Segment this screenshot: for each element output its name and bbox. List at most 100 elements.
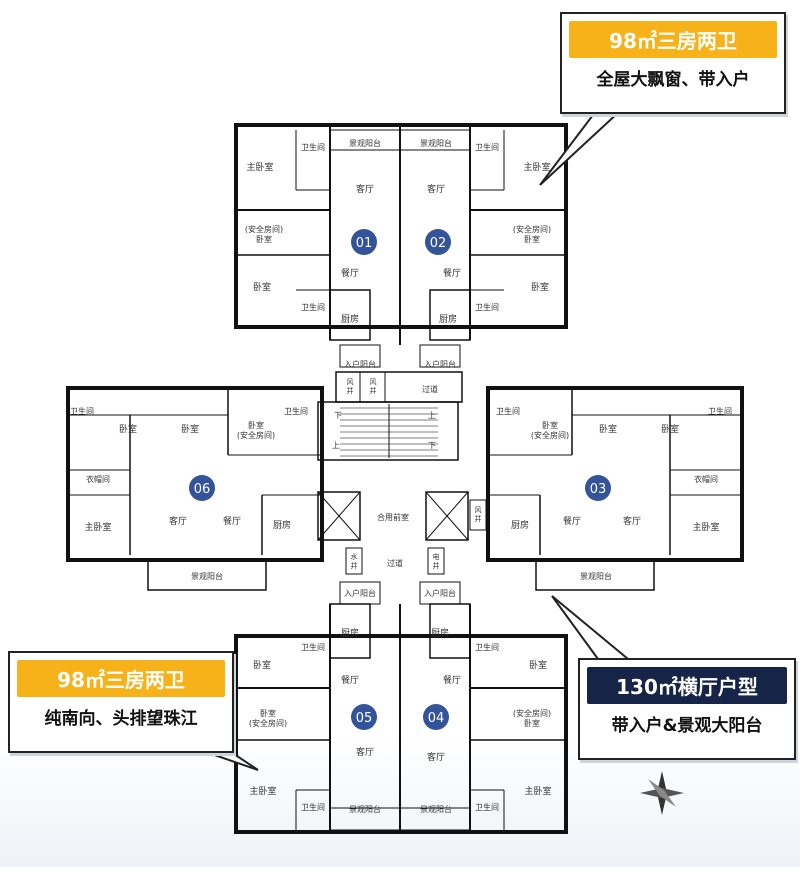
room-label-bath: 卫生间: [301, 142, 325, 152]
room-label-bath: 卫生间: [70, 406, 94, 416]
room-label-safe-bedroom-b: (安全房间)卧室: [513, 708, 551, 728]
room-label-safe-bedroom: 卧室(安全房间): [249, 708, 287, 728]
room-label-master: 主卧室: [523, 161, 550, 173]
room-label-bath: 卫生间: [301, 302, 325, 312]
room-label-bedroom: 卧室: [119, 423, 137, 435]
room-label-bedroom: 卧室: [253, 659, 271, 671]
room-label-wardrobe: 衣帽间: [86, 474, 110, 484]
room-label-kitchen: 厨房: [511, 519, 529, 531]
room-label-kitchen: 厨房: [439, 313, 457, 325]
room-label-entry-balcony: 入户阳台: [424, 359, 456, 369]
room-label-lobby: 合用前室: [377, 512, 409, 522]
room-label-bedroom: 卧室: [531, 281, 549, 293]
room-label-kitchen: 厨房: [341, 313, 359, 325]
callout-left-subtitle: 纯南向、头排望珠江: [44, 709, 198, 729]
callout-left-pointer: [199, 749, 259, 771]
svg-text:02: 02: [430, 236, 447, 251]
room-label-corridor: 过道: [387, 558, 403, 568]
svg-text:05: 05: [356, 711, 373, 726]
unit-badge-06: 06: [189, 475, 215, 501]
room-label-safe-bedroom-b: (安全房间)卧室: [245, 224, 283, 244]
room-label-wind-shaft: 风井: [370, 378, 377, 395]
room-label-entry-balcony: 入户阳台: [344, 588, 376, 598]
room-label-master: 主卧室: [84, 521, 111, 533]
room-label-scenic-balcony: 景观阳台: [420, 804, 452, 814]
callout-top-subtitle: 全屋大飘窗、带入户: [596, 70, 750, 90]
room-label-bath: 卫生间: [496, 406, 520, 416]
room-label-water-shaft: 水井: [351, 552, 358, 570]
room-label-master: 主卧室: [246, 161, 273, 173]
svg-text:04: 04: [428, 711, 445, 726]
room-label-dining: 餐厅: [223, 515, 241, 527]
callout-top-pointer: [539, 110, 621, 186]
room-label-dining: 餐厅: [443, 267, 461, 279]
room-label-scenic-balcony: 景观阳台: [420, 138, 452, 148]
room-label-master: 主卧室: [692, 521, 719, 533]
room-label-bath: 卫生间: [475, 142, 499, 152]
room-label-bath: 卫生间: [284, 406, 308, 416]
room-label-dining: 餐厅: [443, 674, 461, 686]
room-label-scenic-balcony: 景观阳台: [580, 571, 612, 581]
room-label-safe-bedroom-b: (安全房间)卧室: [513, 224, 551, 244]
room-label-kitchen: 厨房: [341, 627, 359, 639]
room-label-bath: 卫生间: [301, 642, 325, 652]
room-label-kitchen: 厨房: [273, 519, 291, 531]
room-label-safe-bedroom: 卧室(安全房间): [531, 420, 569, 440]
room-label-living: 客厅: [169, 515, 187, 527]
room-label-living: 客厅: [623, 515, 641, 527]
room-label-wind-shaft: 风井: [347, 378, 354, 395]
room-label-entry-balcony: 入户阳台: [424, 588, 456, 598]
room-label-bedroom: 卧室: [599, 423, 617, 435]
callout-right: 130㎡横厅户型 带入户&景观大阳台: [578, 658, 796, 760]
room-label-kitchen: 厨房: [431, 627, 449, 639]
room-label-bath: 卫生间: [475, 802, 499, 812]
room-label-corridor: 过道: [422, 384, 438, 394]
compass-icon: [640, 771, 684, 815]
unit-badge-05: 05: [351, 704, 377, 730]
callout-right-pointer: [551, 595, 629, 660]
unit-badge-04: 04: [423, 704, 449, 730]
callout-right-subtitle: 带入户&景观大阳台: [611, 716, 763, 736]
room-label-entry-balcony: 入户阳台: [344, 359, 376, 369]
room-label-scenic-balcony: 景观阳台: [349, 138, 381, 148]
room-label-up: 上: [332, 441, 340, 450]
callout-right-title: 130㎡横厅户型: [587, 667, 787, 704]
room-label-down: 下: [428, 441, 436, 450]
svg-text:03: 03: [590, 482, 607, 497]
room-label-scenic-balcony: 景观阳台: [349, 804, 381, 814]
svg-text:01: 01: [356, 236, 373, 251]
callout-top-title: 98㎡三房两卫: [569, 21, 777, 58]
room-label-living: 客厅: [356, 183, 374, 195]
room-label-bedroom: 卧室: [181, 423, 199, 435]
room-label-living: 客厅: [427, 751, 445, 763]
svg-text:06: 06: [194, 482, 211, 497]
room-label-dining: 餐厅: [341, 267, 359, 279]
room-label-down: 下: [334, 411, 342, 420]
unit-badge-01: 01: [351, 229, 377, 255]
room-label-living: 客厅: [427, 183, 445, 195]
room-label-wind-shaft: 风井: [475, 506, 482, 523]
room-label-bath: 卫生间: [475, 642, 499, 652]
unit-badge-02: 02: [425, 229, 451, 255]
callout-left-title: 98㎡三房两卫: [17, 660, 225, 697]
room-label-bedroom: 卧室: [661, 423, 679, 435]
room-label-dining: 餐厅: [563, 515, 581, 527]
room-label-bath: 卫生间: [301, 802, 325, 812]
room-label-bedroom: 卧室: [529, 659, 547, 671]
callout-left: 98㎡三房两卫 纯南向、头排望珠江: [8, 651, 234, 753]
room-label-bath: 卫生间: [708, 406, 732, 416]
room-label-master: 主卧室: [524, 785, 551, 797]
room-label-power-shaft: 电井: [433, 552, 440, 570]
room-label-dining: 餐厅: [341, 674, 359, 686]
room-label-bedroom: 卧室: [253, 281, 271, 293]
room-label-scenic-balcony: 景观阳台: [191, 571, 223, 581]
room-label-bath: 卫生间: [475, 302, 499, 312]
room-label-wardrobe: 衣帽间: [694, 474, 718, 484]
room-label-living: 客厅: [356, 746, 374, 758]
room-label-master: 主卧室: [249, 785, 276, 797]
callout-top: 98㎡三房两卫 全屋大飘窗、带入户: [560, 12, 786, 114]
room-label-safe-bedroom: 卧室(安全房间): [237, 420, 275, 440]
unit-badge-03: 03: [585, 475, 611, 501]
room-label-up: 上: [428, 411, 436, 420]
